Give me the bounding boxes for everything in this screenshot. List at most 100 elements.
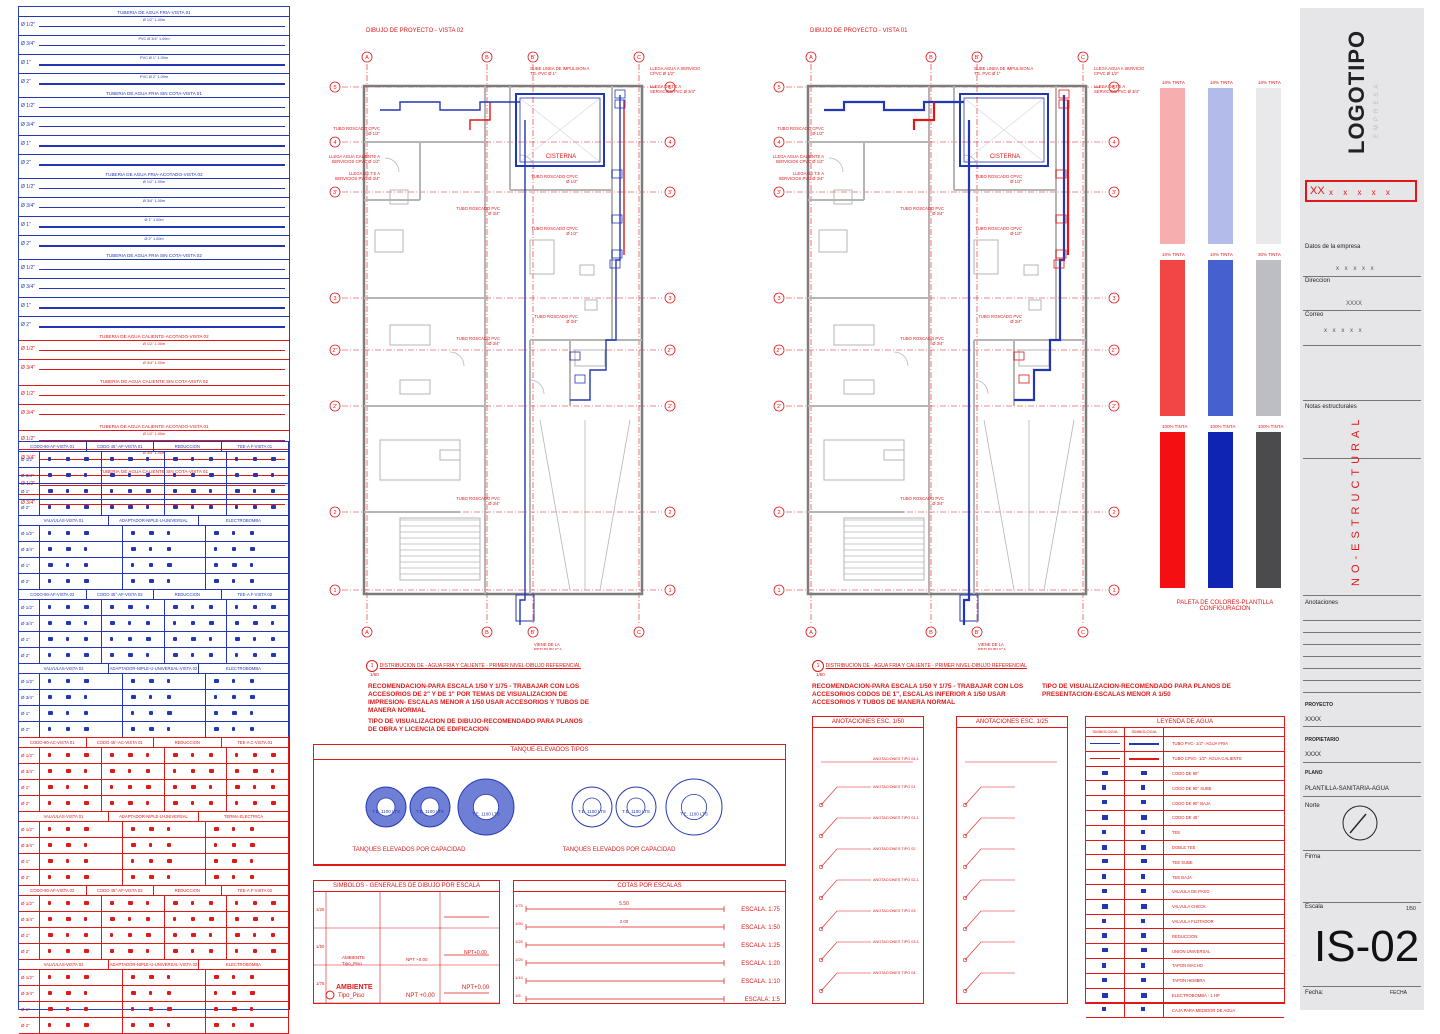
legend-symbol-icon xyxy=(1141,844,1146,850)
fitting-icon xyxy=(250,975,254,979)
title-block: LOGOTIPO EMPRESA XX x x x x x Datos de l… xyxy=(1300,8,1424,1010)
fitting-icon xyxy=(48,653,51,657)
fitting-symbol-cell xyxy=(227,896,289,911)
fitting-symbol-cell xyxy=(123,674,206,689)
pipe-line xyxy=(39,307,285,309)
pipe-annotation: T.E. PVC Ø 1" xyxy=(530,71,557,76)
pipe-annotation: LLEGA AGUA A SERVICIOS xyxy=(650,66,700,71)
axis-bubble xyxy=(361,51,373,63)
pipe-annotation: TUBO ROSCADO PVC xyxy=(900,336,944,341)
fittings-diameter: Ø 1/2" xyxy=(19,970,40,985)
fitting-icon xyxy=(172,473,176,477)
fitting-icon xyxy=(131,875,135,879)
legend-label: TAPON MACHO xyxy=(1172,963,1203,969)
swatch-label: 10% TINTA xyxy=(1210,252,1233,257)
escala-value: 1/50 xyxy=(1406,906,1416,912)
recommendation2-vista-01: TIPO DE VISUALIZACION-RECOMENDADO PARA P… xyxy=(1042,683,1231,698)
fitting-icon xyxy=(234,801,238,805)
pipe-line xyxy=(39,64,285,66)
fitting-symbol-cell xyxy=(102,616,165,631)
fitting-icon xyxy=(128,637,133,641)
fittings-row: Ø 1/2" xyxy=(19,822,289,838)
fitting-symbol-cell xyxy=(40,648,103,663)
legend-label: DOBLE TEE xyxy=(1172,844,1196,850)
fitting-icon xyxy=(190,653,194,657)
fitting-icon xyxy=(131,975,135,979)
fitting-icon xyxy=(270,473,274,477)
fitting-icon xyxy=(66,505,70,509)
fitting-symbol-cell xyxy=(165,632,227,647)
fitting-icon xyxy=(131,843,136,847)
axis-bubble xyxy=(329,506,341,518)
pipe-line xyxy=(39,459,285,460)
fitting-icon xyxy=(214,531,219,535)
fitting-icon xyxy=(48,505,51,509)
fitting-icon xyxy=(270,605,276,609)
fitting-icon xyxy=(252,605,257,609)
fitting-icon xyxy=(208,901,213,905)
pipe-label: PVC Ø 1" 1.00m xyxy=(140,56,168,60)
pipe-line xyxy=(39,245,285,247)
fitting-icon xyxy=(167,679,170,683)
axis-label: C xyxy=(637,630,641,636)
legend-symbol-icon xyxy=(1102,874,1106,880)
fitting-symbol-cell xyxy=(123,558,206,573)
fitting-symbol-cell xyxy=(40,780,103,795)
legend-row: VALVULA FLOTADOR xyxy=(1086,914,1284,930)
fitting-symbol-cell xyxy=(40,722,123,737)
fitting-icon xyxy=(84,727,89,731)
fittings-header: ADAPTADOR-NIPLE-U-UNIVERSAL-VISTA 02 xyxy=(109,960,199,969)
fitting-icon xyxy=(270,505,276,509)
fitting-icon xyxy=(172,801,178,805)
fittings-row: Ø 3/4" xyxy=(19,838,289,854)
axis-label: B xyxy=(485,55,489,61)
pipe-annotation: TUBO ROSCADO CPVC xyxy=(333,126,380,131)
fitting-icon xyxy=(252,801,257,805)
datos-label: Datos de la empresa xyxy=(1305,244,1361,250)
fittings-row: Ø 2" xyxy=(19,944,289,960)
legend-row: REDUCCION xyxy=(1086,929,1284,945)
fitting-icon xyxy=(66,901,70,905)
pipe-annotation: TUBO ROSCADO PVC xyxy=(900,206,944,211)
fitting-icon xyxy=(250,531,254,535)
symbol-text: AMBIENTE xyxy=(336,984,373,991)
legend-row: DOBLE TEE xyxy=(1086,840,1284,856)
axis-label: 5 xyxy=(1112,85,1115,91)
pipe-section: TUBERIA DE AGUA CALIENTE-ACOTADO-VISTA 0… xyxy=(19,333,289,378)
axis-label: 2'' xyxy=(667,348,672,354)
fitting-icon xyxy=(66,917,71,921)
fitting-icon xyxy=(232,579,235,583)
pipe-annotation: Ø 3/4" xyxy=(488,501,500,506)
axis-label: C xyxy=(1081,55,1085,61)
axis-bubble xyxy=(329,81,341,93)
pipe-annotation: SERVICIOS PVC Ø 3/4" xyxy=(1094,89,1140,94)
pipe-label: Ø 3/4" 1.00m xyxy=(142,361,166,365)
fitting-icon xyxy=(131,827,135,831)
pipe-row: Ø 1/2" xyxy=(19,259,289,278)
fitting-symbol-cell xyxy=(123,1018,206,1033)
fitting-icon xyxy=(208,605,213,609)
pipe-line xyxy=(39,350,285,351)
fitting-icon xyxy=(66,579,70,583)
pipe-diameter: Ø 1/2" xyxy=(21,265,36,271)
cisterna-label: CISTERNA xyxy=(990,154,1020,160)
fitting-symbol-cell xyxy=(227,632,289,647)
fitting-symbol-cell xyxy=(206,1002,289,1017)
pipe-row: Ø 2" xyxy=(19,316,289,335)
fittings-diameter: Ø 3/4" xyxy=(19,912,40,927)
fitting-symbol-cell xyxy=(102,780,165,795)
fitting-icon xyxy=(234,621,239,625)
pipe-row: Ø 3/4"Ø 3/4" 1.00m xyxy=(19,359,289,378)
axis-label: 2'' xyxy=(776,348,781,354)
legend-label: VALVULA FLOTADOR xyxy=(1172,918,1214,924)
axis-bubble xyxy=(329,400,341,412)
fittings-header: VALVULAS-VISTA 01 xyxy=(19,812,109,821)
axis-bubble xyxy=(773,136,785,148)
pipe-diameter: Ø 3/4" xyxy=(21,203,36,209)
fitting-symbol-cell xyxy=(227,944,289,959)
pipe-label: PVC Ø 2" 1.00m xyxy=(140,75,168,79)
fittings-row: Ø 1" xyxy=(19,484,289,500)
pipe-line xyxy=(39,288,285,289)
